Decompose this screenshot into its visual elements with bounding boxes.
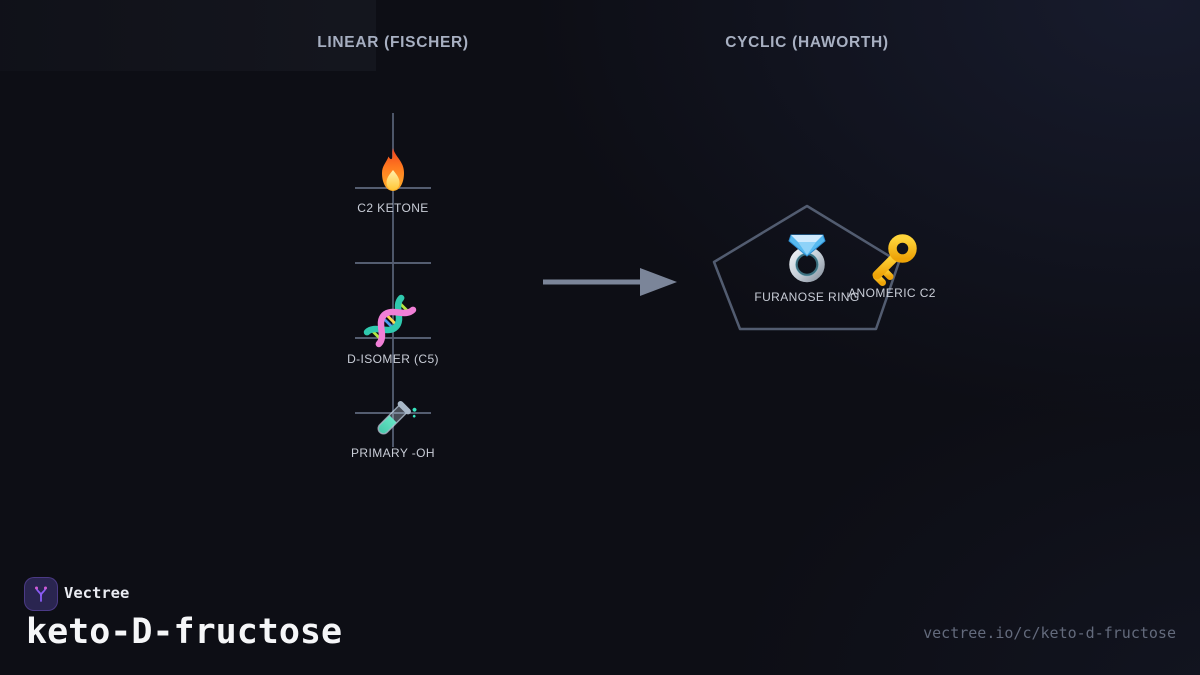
feature-label-primary-oh: PRIMARY -OH xyxy=(351,446,435,460)
column-header-linear: LINEAR (FISCHER) xyxy=(317,34,469,51)
feature-label-furanose-ring: FURANOSE RING xyxy=(754,290,860,304)
feature-label-d-isomer: D-ISOMER (C5) xyxy=(347,352,439,366)
fire-icon xyxy=(382,148,404,191)
vectree-logo xyxy=(24,577,58,611)
dna-icon xyxy=(363,294,417,348)
page-url: vectree.io/c/keto-d-fructose xyxy=(923,624,1176,642)
page-title: keto-D-fructose xyxy=(26,612,343,652)
column-header-cyclic: CYCLIC (HAWORTH) xyxy=(725,34,889,51)
feature-label-anomeric-c2: ANOMERIC C2 xyxy=(848,286,936,300)
title-panel xyxy=(0,0,376,71)
transform-arrow-icon xyxy=(543,268,677,296)
brand-name: Vectree xyxy=(64,584,130,602)
furanose-pentagon xyxy=(712,204,901,331)
key-icon xyxy=(872,234,917,286)
test-tube-icon xyxy=(377,401,417,435)
feature-label-c2-ketone: C2 KETONE xyxy=(357,201,429,215)
ring-icon xyxy=(788,234,826,283)
branch-tree-icon xyxy=(35,586,47,602)
